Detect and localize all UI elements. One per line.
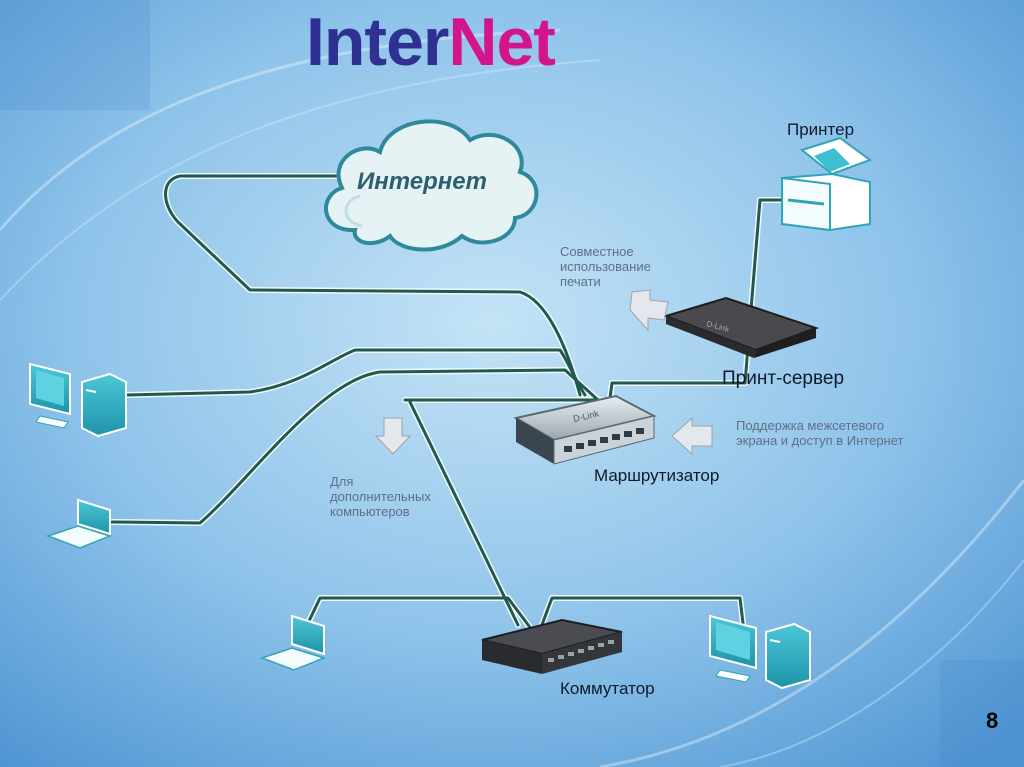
extra-computers-annotation: Для дополнительных компьютеров <box>330 474 431 519</box>
router-label: Маршрутизатор <box>594 466 720 485</box>
laptop-icon <box>45 498 113 549</box>
firewall-internet-annotation: Поддержка межсетевого экрана и доступ в … <box>736 418 904 448</box>
title-part1: Inter <box>306 4 449 80</box>
arrow-icon <box>629 289 669 332</box>
cloud-icon <box>324 119 539 252</box>
arrow-icon <box>671 416 713 456</box>
page-number: 8 <box>986 708 999 733</box>
printer-icon <box>781 136 873 232</box>
desktop-computer-icon <box>29 362 127 438</box>
laptop-icon <box>259 614 327 671</box>
router-icon: D-Link <box>513 394 657 465</box>
cables <box>109 173 803 643</box>
print-server-label: Принт-сервер <box>722 368 845 389</box>
shared-printing-annotation: Совместное использование печати <box>560 244 651 289</box>
page-title: InterNet <box>306 2 556 82</box>
switch-label: Коммутатор <box>560 679 655 698</box>
title-part2: Net <box>448 4 556 80</box>
switch-icon <box>481 618 623 674</box>
print-server-icon: D-Link <box>662 296 820 358</box>
desktop-computer-icon <box>709 614 811 690</box>
printer-label: Принтер <box>787 120 855 139</box>
arrow-icon <box>374 417 412 455</box>
internet-label: Интернет <box>357 168 487 195</box>
